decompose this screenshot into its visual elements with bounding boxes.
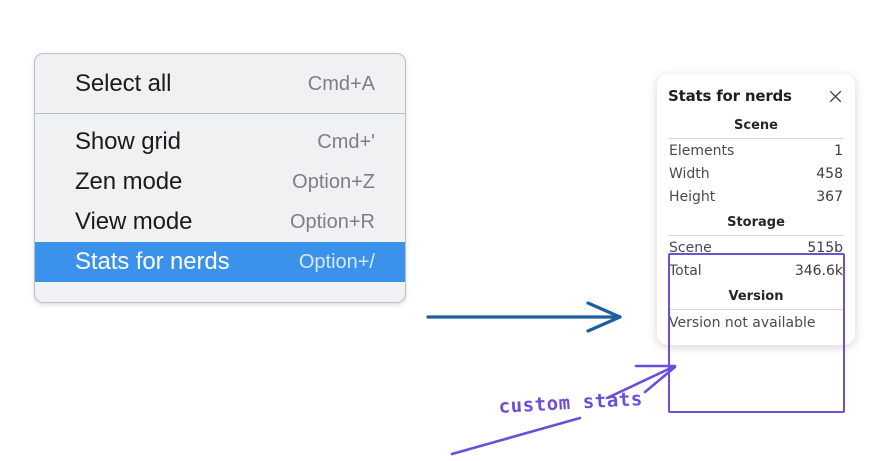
stat-value: 346.6k	[794, 263, 843, 279]
blue-arrow	[426, 301, 622, 333]
menu-group-1: Select all Cmd+A	[35, 54, 405, 113]
stat-value: 515b	[807, 240, 843, 256]
context-menu[interactable]: Select all Cmd+A Show grid Cmd+' Zen mod…	[34, 53, 406, 303]
menu-item-shortcut: Cmd+'	[317, 130, 375, 153]
stat-label: Height	[669, 189, 716, 205]
close-icon[interactable]	[827, 88, 844, 105]
menu-bottom-padding	[35, 282, 405, 302]
section-heading-storage: Storage	[727, 215, 785, 230]
version-not-available-text: Version not available	[669, 315, 816, 331]
stat-value: 1	[834, 143, 843, 159]
section-heading-scene: Scene	[734, 118, 778, 133]
stat-value: 367	[816, 189, 843, 205]
menu-item-stats-for-nerds[interactable]: Stats for nerds Option+/	[35, 242, 405, 282]
stat-label: Total	[669, 263, 702, 279]
menu-item-shortcut: Option+R	[289, 210, 375, 233]
stat-label: Scene	[669, 240, 712, 256]
menu-item-view-mode[interactable]: View mode Option+R	[35, 202, 405, 242]
stat-row-elements: Elements 1	[668, 139, 844, 162]
section-heading-version: Version	[728, 289, 784, 304]
stat-row-total-storage: Total 346.6k	[668, 259, 844, 282]
purple-underline-stroke	[450, 416, 582, 456]
menu-item-label: Zen mode	[75, 168, 183, 195]
menu-group-2: Show grid Cmd+' Zen mode Option+Z View m…	[35, 114, 405, 282]
section-rule	[668, 235, 844, 236]
section-rule	[668, 309, 844, 310]
stats-panel-header: Stats for nerds	[668, 74, 844, 111]
menu-item-label: Show grid	[75, 128, 181, 155]
menu-item-select-all[interactable]: Select all Cmd+A	[35, 64, 405, 104]
stats-panel-title: Stats for nerds	[668, 87, 792, 105]
custom-stats-annotation-label: custom stats	[498, 387, 644, 418]
stat-value: 458	[816, 166, 843, 182]
stat-label: Elements	[669, 143, 735, 159]
section-rule	[668, 138, 844, 139]
menu-item-show-grid[interactable]: Show grid Cmd+'	[35, 122, 405, 162]
stat-row-height: Height 367	[668, 185, 844, 208]
stats-for-nerds-panel[interactable]: Stats for nerds Scene Elements 1 Width 4…	[657, 74, 855, 345]
stat-row-scene-storage: Scene 515b	[668, 236, 844, 259]
menu-item-shortcut: Option+/	[298, 250, 375, 273]
stat-label: Width	[669, 166, 710, 182]
menu-item-label: Select all	[75, 70, 172, 97]
menu-item-shortcut: Option+Z	[292, 170, 375, 193]
stat-row-width: Width 458	[668, 162, 844, 185]
menu-separator	[35, 113, 405, 114]
menu-item-label: Stats for nerds	[75, 248, 230, 275]
menu-item-shortcut: Cmd+A	[307, 72, 375, 95]
menu-item-zen-mode[interactable]: Zen mode Option+Z	[35, 162, 405, 202]
menu-item-label: View mode	[75, 208, 193, 235]
